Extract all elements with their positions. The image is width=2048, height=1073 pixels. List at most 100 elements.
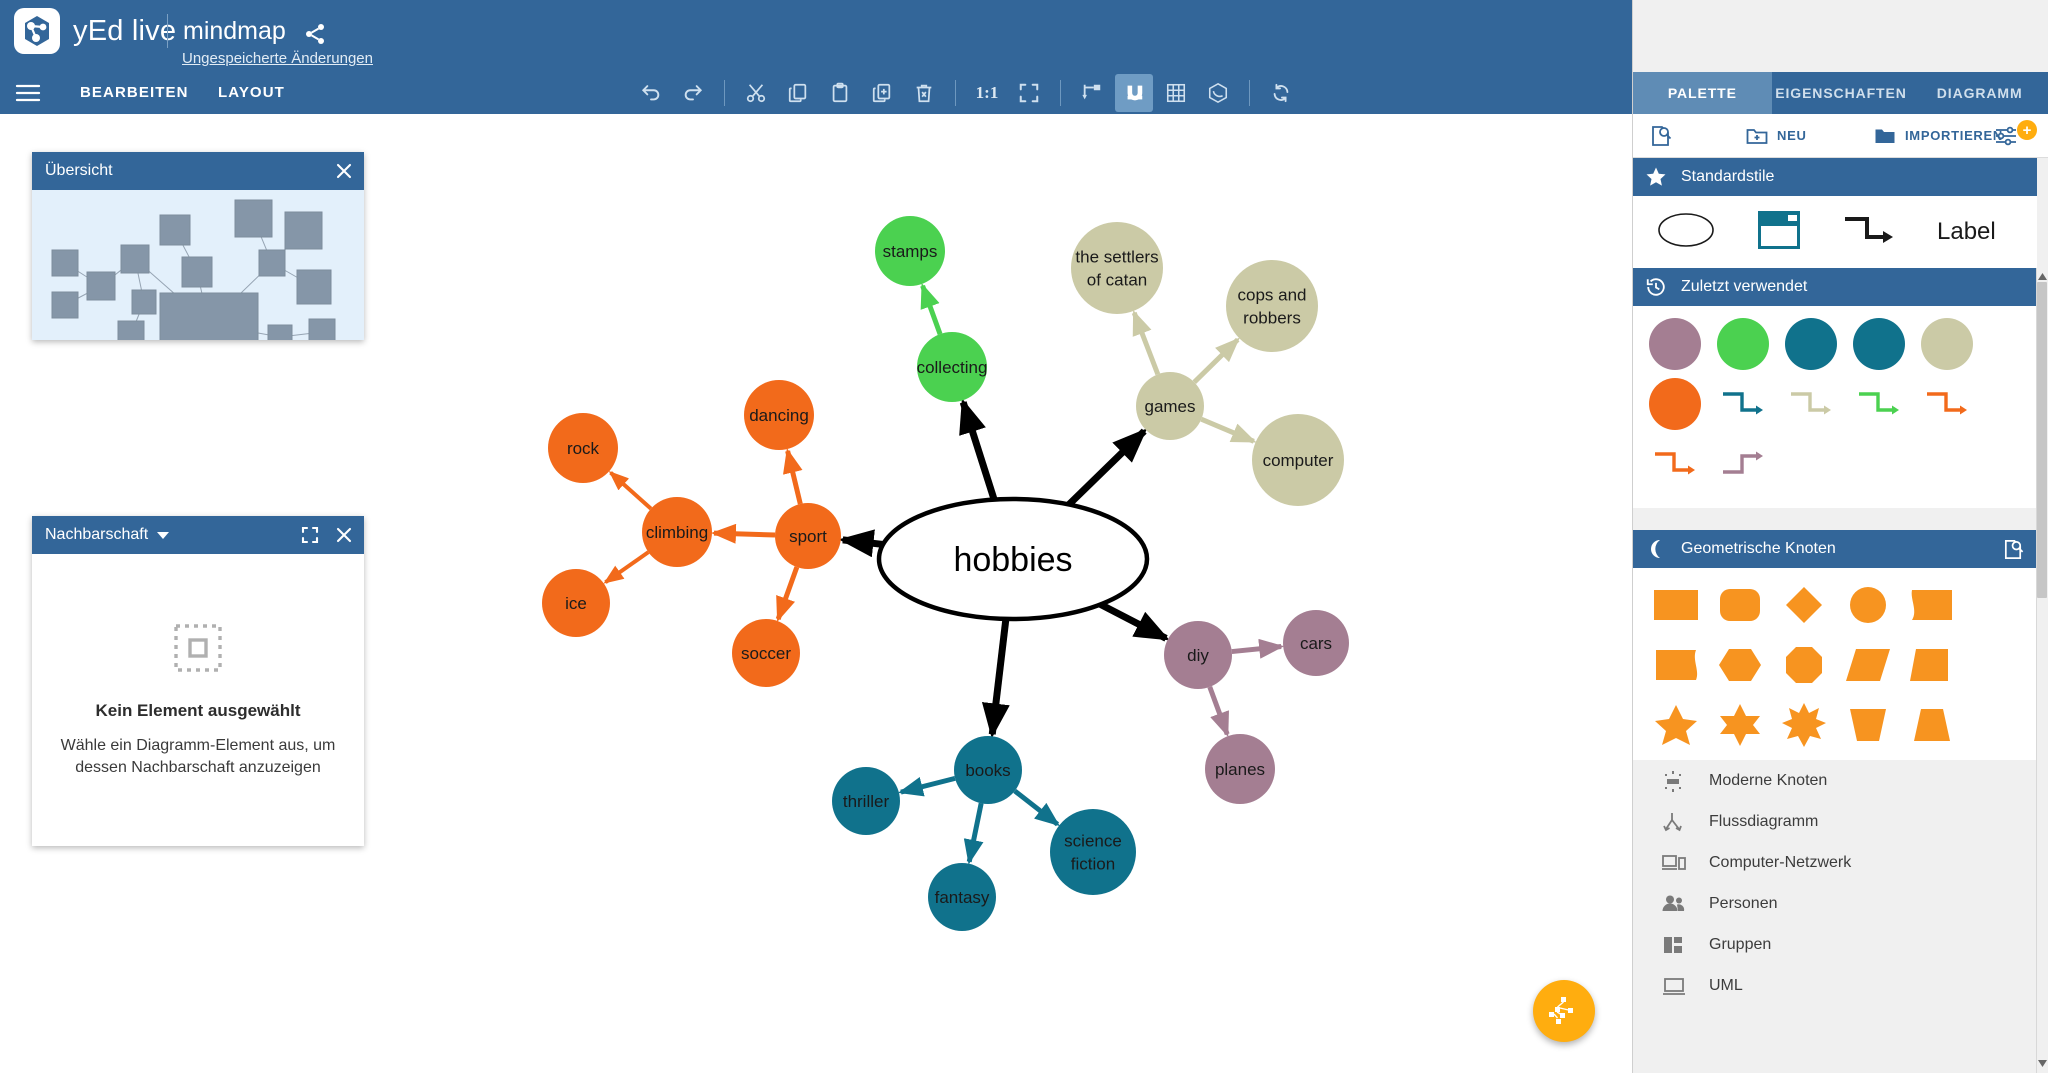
recent-node-swatch[interactable] bbox=[1649, 378, 1701, 430]
edge-hobbies-to-books[interactable] bbox=[981, 618, 1010, 739]
section-zuletzt-verwendet-header[interactable]: Zuletzt verwendet bbox=[1633, 268, 2037, 306]
node-thriller[interactable]: thriller bbox=[832, 767, 900, 835]
brand-logo[interactable]: yEd live bbox=[14, 8, 176, 54]
grid-button[interactable] bbox=[1157, 74, 1195, 112]
tab-diagramm[interactable]: DIAGRAMM bbox=[1936, 85, 2023, 101]
recent-node-swatch[interactable] bbox=[1921, 318, 1973, 370]
paste-button[interactable] bbox=[821, 74, 859, 112]
layout-fab[interactable] bbox=[1533, 980, 1595, 1042]
node-rock[interactable]: rock bbox=[548, 413, 618, 483]
palette-uml[interactable]: UML bbox=[1633, 965, 2037, 1006]
close-icon[interactable] bbox=[334, 161, 354, 181]
edge-hobbies-to-collecting[interactable] bbox=[959, 398, 998, 501]
shape-rounded-rectangle[interactable] bbox=[1715, 580, 1765, 630]
palette-new-button[interactable]: NEU bbox=[1745, 124, 1807, 148]
recent-edge-swatch[interactable] bbox=[1649, 438, 1701, 490]
node-diy[interactable]: diy bbox=[1164, 621, 1232, 689]
orthogonal-edges-button[interactable] bbox=[1073, 74, 1111, 112]
reload-button[interactable] bbox=[1262, 74, 1300, 112]
palette-import-button[interactable]: IMPORTIEREN bbox=[1873, 124, 2003, 148]
recent-edge-swatch[interactable] bbox=[1853, 378, 1905, 430]
edge-diy-to-planes[interactable] bbox=[1207, 686, 1230, 738]
recent-edge-swatch[interactable] bbox=[1717, 378, 1769, 430]
fit-content-button[interactable] bbox=[1010, 74, 1048, 112]
edge-sport-to-climbing[interactable] bbox=[710, 523, 776, 544]
shape-star5[interactable] bbox=[1651, 700, 1701, 750]
edge-sport-to-dancing[interactable] bbox=[783, 448, 803, 505]
palette-gruppen[interactable]: Gruppen bbox=[1633, 924, 2037, 965]
recent-node-swatch[interactable] bbox=[1717, 318, 1769, 370]
shape-trapezoid-right[interactable] bbox=[1907, 640, 1957, 690]
redo-button[interactable] bbox=[674, 74, 712, 112]
palette-settings-button[interactable] bbox=[1993, 124, 2019, 148]
zoom-one-to-one-button[interactable]: 1:1 bbox=[968, 74, 1006, 112]
orthogonal-arrow-icon[interactable] bbox=[1843, 211, 1895, 254]
node-collecting[interactable]: collecting bbox=[917, 332, 988, 402]
shape-parallelogram[interactable] bbox=[1843, 640, 1893, 690]
palette-computer-netzwerk[interactable]: Computer-Netzwerk bbox=[1633, 842, 2037, 883]
recent-node-swatch[interactable] bbox=[1785, 318, 1837, 370]
label-style-item[interactable]: Label bbox=[1937, 218, 1996, 245]
palette-flussdiagramm[interactable]: Flussdiagramm bbox=[1633, 801, 2037, 842]
palette-search-button[interactable] bbox=[1649, 124, 1673, 148]
edge-diy-to-cars[interactable] bbox=[1231, 638, 1285, 659]
orthogonal-view-button[interactable] bbox=[1199, 74, 1237, 112]
duplicate-button[interactable] bbox=[863, 74, 901, 112]
palette-scrollbar-thumb[interactable] bbox=[2037, 282, 2047, 598]
ellipse-shape-icon[interactable] bbox=[1657, 211, 1715, 254]
node-stamps[interactable]: stamps bbox=[875, 216, 945, 286]
node-computer[interactable]: computer bbox=[1252, 414, 1344, 506]
shape-star6[interactable] bbox=[1715, 700, 1765, 750]
edge-books-to-fantasy[interactable] bbox=[963, 802, 984, 865]
node-planes[interactable]: planes bbox=[1205, 734, 1275, 804]
group-node-icon[interactable] bbox=[1757, 210, 1801, 255]
shape-trapezoid-down[interactable] bbox=[1843, 700, 1893, 750]
edge-hobbies-to-diy[interactable] bbox=[1098, 601, 1170, 642]
shape-shearedright[interactable] bbox=[1907, 580, 1957, 630]
hamburger-menu-icon[interactable] bbox=[15, 83, 41, 108]
edge-sport-to-soccer[interactable] bbox=[775, 566, 800, 622]
edge-hobbies-to-sport[interactable] bbox=[838, 529, 884, 558]
node-soccer[interactable]: soccer bbox=[732, 619, 800, 687]
shape-rectangle[interactable] bbox=[1651, 580, 1701, 630]
node-hobbies[interactable]: hobbies bbox=[876, 496, 1150, 622]
recent-node-swatch[interactable] bbox=[1649, 318, 1701, 370]
palette-moderne-knoten[interactable]: Moderne Knoten bbox=[1633, 760, 2037, 801]
edge-climbing-to-rock[interactable] bbox=[608, 471, 653, 511]
unsaved-changes-link[interactable]: Ungespeicherte Änderungen bbox=[182, 50, 373, 67]
recent-edge-swatch[interactable] bbox=[1785, 378, 1837, 430]
node-dancing[interactable]: dancing bbox=[744, 380, 814, 450]
recent-edge-swatch[interactable] bbox=[1921, 378, 1973, 430]
scroll-up-arrow-icon[interactable] bbox=[2037, 270, 2047, 282]
close-icon[interactable] bbox=[334, 525, 354, 545]
menu-bearbeiten[interactable]: BEARBEITEN bbox=[80, 84, 189, 101]
chevron-down-icon[interactable] bbox=[157, 531, 170, 539]
edge-books-to-science-fiction[interactable] bbox=[1013, 788, 1060, 827]
node-games[interactable]: games bbox=[1136, 372, 1204, 440]
node-books[interactable]: books bbox=[954, 736, 1022, 804]
shape-octagon[interactable] bbox=[1779, 640, 1829, 690]
shape-shearedleft[interactable] bbox=[1651, 640, 1701, 690]
delete-button[interactable] bbox=[905, 74, 943, 112]
edge-hobbies-to-games[interactable] bbox=[1066, 428, 1148, 507]
shape-star8[interactable] bbox=[1779, 700, 1829, 750]
document-title[interactable]: mindmap bbox=[183, 17, 286, 45]
share-icon[interactable] bbox=[303, 22, 327, 51]
cut-button[interactable] bbox=[737, 74, 775, 112]
node-climbing[interactable]: climbing bbox=[642, 497, 712, 567]
edge-games-to-the-settlers[interactable] bbox=[1131, 310, 1161, 376]
shape-hexagon[interactable] bbox=[1715, 640, 1765, 690]
node-sport[interactable]: sport bbox=[775, 503, 841, 569]
undo-button[interactable] bbox=[632, 74, 670, 112]
edge-games-to-cops-robbers[interactable] bbox=[1192, 337, 1240, 384]
scroll-down-arrow-icon[interactable] bbox=[2037, 1057, 2047, 1069]
node-fantasy[interactable]: fantasy bbox=[928, 863, 996, 931]
section-geometrische-knoten-header[interactable]: Geometrische Knoten bbox=[1633, 530, 2037, 568]
snapping-button[interactable] bbox=[1115, 74, 1153, 112]
shape-diamond[interactable] bbox=[1779, 580, 1829, 630]
list-scrollbar[interactable] bbox=[2036, 773, 2048, 1073]
edge-collecting-to-stamps[interactable] bbox=[920, 282, 943, 335]
